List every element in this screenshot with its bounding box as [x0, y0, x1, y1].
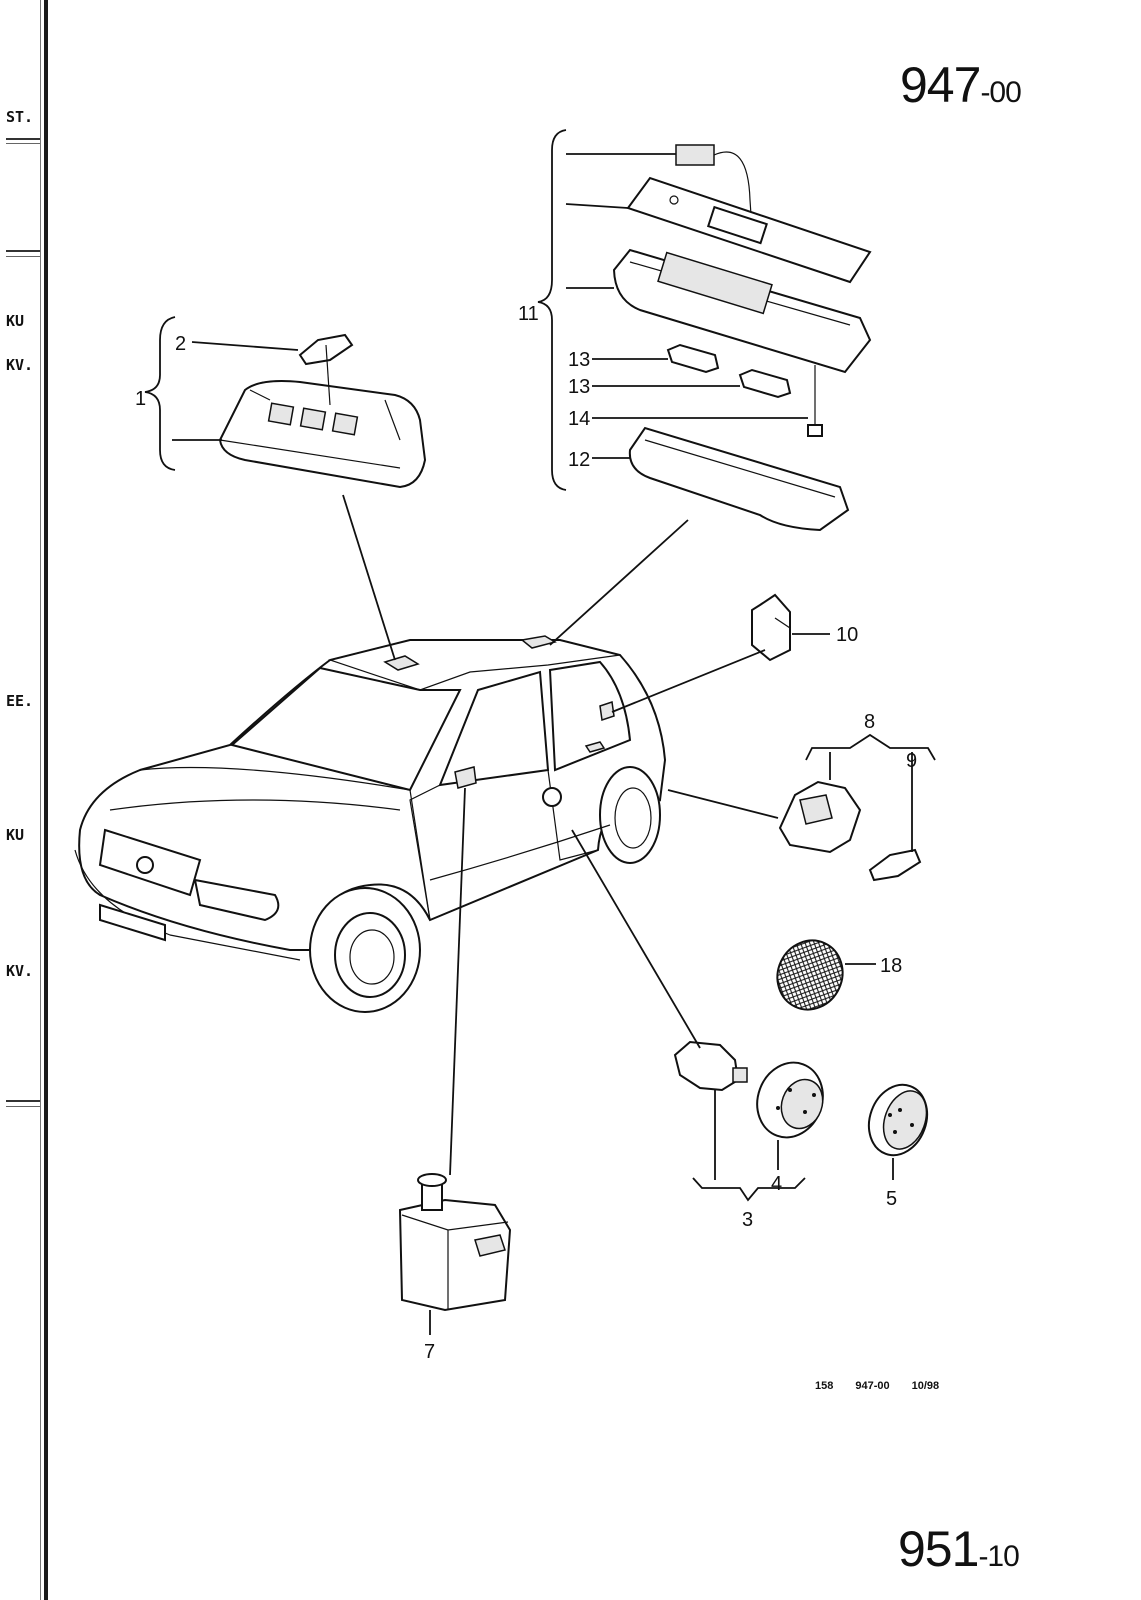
- callout-1: 1: [135, 388, 146, 410]
- callout-11: 11: [518, 303, 539, 325]
- margin-label: ST.: [6, 108, 34, 126]
- callout-13b: 13: [568, 376, 590, 398]
- margin-rule: [6, 250, 40, 252]
- callout-3: 3: [742, 1209, 753, 1231]
- car-illustration: [74, 635, 667, 1013]
- margin-label: KU: [6, 312, 25, 330]
- margin-rule: [6, 256, 40, 257]
- margin-rule: [6, 143, 40, 144]
- callout-9: 9: [906, 750, 917, 772]
- lamp-socket-part-3: [673, 1040, 748, 1092]
- binder-margin-line: [44, 0, 48, 1600]
- binder-edge-line: [40, 0, 41, 1600]
- margin-label: KV.: [6, 356, 34, 374]
- margin-rule: [6, 1106, 40, 1107]
- interior-lamp-rear-assembly: [537, 129, 872, 532]
- callout-13: 13: [568, 349, 590, 371]
- callout-7: 7: [424, 1341, 435, 1363]
- margin-label: KV.: [6, 962, 34, 980]
- callout-2: 2: [175, 333, 186, 355]
- margin-label: EE.: [6, 692, 34, 710]
- callout-4: 4: [771, 1173, 782, 1195]
- door-contact-switch-part-7: [398, 1173, 512, 1312]
- interior-lamp-front: [144, 316, 427, 489]
- margin-rule: [6, 1100, 40, 1102]
- margin-rule: [6, 138, 40, 140]
- page-number-top: 947-00: [900, 57, 1022, 113]
- callout-12: 12: [568, 449, 590, 471]
- margin-label: KU: [6, 826, 25, 844]
- grille-cover-part-18: [776, 939, 844, 1011]
- cover-part-5: [867, 1083, 929, 1157]
- page-number-bottom: 951-10: [898, 1521, 1020, 1577]
- callout-18: 18: [880, 955, 902, 977]
- callout-8: 8: [864, 711, 875, 733]
- lamp-part-8: [778, 733, 936, 882]
- door-switch-part-10: [751, 593, 791, 662]
- cap-part-4: [756, 1061, 824, 1139]
- callout-10: 10: [836, 624, 858, 646]
- callout-14: 14: [568, 408, 590, 430]
- callout-5: 5: [886, 1188, 897, 1210]
